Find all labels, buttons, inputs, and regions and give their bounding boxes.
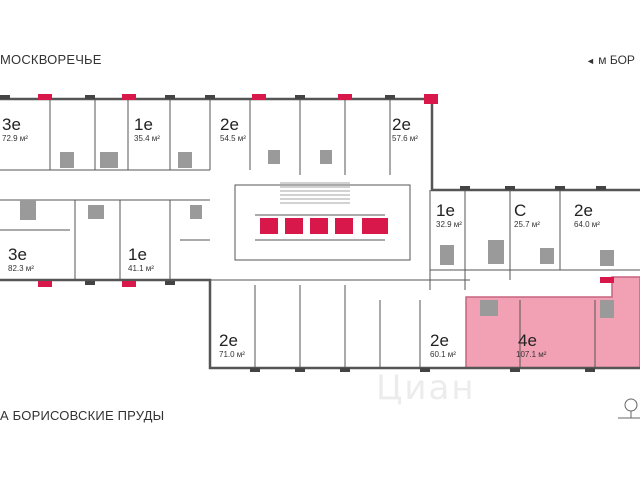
apartment-type: 3е [8,245,27,264]
window-marks [0,95,606,372]
apartment-a1[interactable]: 3е 72.9 м² [2,115,28,143]
apartment-area: 71.0 м² [219,350,245,359]
bottom-wing-walls [210,279,470,368]
apartment-area: 41.1 м² [128,264,154,273]
apartment-area: 107.1 м² [516,350,547,359]
apartment-a2[interactable]: 1е 35.4 м² [134,115,160,143]
apartment-type: 1е [436,201,455,220]
tree-icon [618,398,640,419]
apartment-a9[interactable]: 1е 41.1 м² [128,245,154,273]
apartment-type: 1е [128,245,147,264]
watermark: Циан [376,368,476,408]
apartment-type: 3е [2,115,21,134]
apartment-area: 60.1 м² [430,350,456,359]
apartment-area: 57.6 м² [392,134,418,143]
stair-hatch [280,182,350,204]
apartment-a6[interactable]: С 25.7 м² [514,201,540,229]
wet-zones [20,150,614,318]
apartment-a5[interactable]: 1е 32.9 м² [436,201,462,229]
apartment-type: С [514,201,526,220]
apartment-type: 2е [220,115,239,134]
apartment-area: 32.9 м² [436,220,462,229]
street-label-bottom: А БОРИСОВСКИЕ ПРУДЫ [0,408,165,423]
window-accents [38,94,614,287]
apartment-area: 82.3 м² [8,264,34,273]
apartment-a8[interactable]: 3е 82.3 м² [8,245,34,273]
apartment-a3[interactable]: 2е 54.5 м² [220,115,246,143]
core-walls [234,184,411,261]
apartment-a7[interactable]: 2е 64.0 м² [574,201,600,229]
apartment-type: 2е [574,201,593,220]
left-wing-walls [0,199,210,280]
apartment-a11[interactable]: 2е 60.1 м² [430,331,456,359]
right-wing-walls [429,190,640,368]
apartment-area: 54.5 м² [220,134,246,143]
arrow-left-icon: ◄ [586,56,595,66]
elevator-shafts [260,218,388,234]
apartment-a4[interactable]: 2е 57.6 м² [392,115,418,143]
apartment-area: 64.0 м² [574,220,600,229]
apartment-type: 2е [392,115,411,134]
metro-direction: ◄ м БОР [586,53,635,67]
street-label-top: МОСКВОРЕЧЬЕ [0,52,102,67]
apartment-a12[interactable]: 4е 107.1 м² [516,331,547,359]
apartment-type: 1е [134,115,153,134]
apartment-type: 4е [518,331,537,350]
apartment-area: 35.4 м² [134,134,160,143]
apartment-labels: 3е 72.9 м² 1е 35.4 м² 2е 54.5 м² 2е 57.6… [2,115,600,359]
top-wing-walls [0,99,391,175]
apartment-area: 72.9 м² [2,134,28,143]
apartment-type: 2е [219,331,238,350]
apartment-a10[interactable]: 2е 71.0 м² [219,331,245,359]
highlighted-apartment-area [465,276,640,369]
apartment-type: 2е [430,331,449,350]
apartment-area: 25.7 м² [514,220,540,229]
metro-label: м БОР [598,53,635,67]
